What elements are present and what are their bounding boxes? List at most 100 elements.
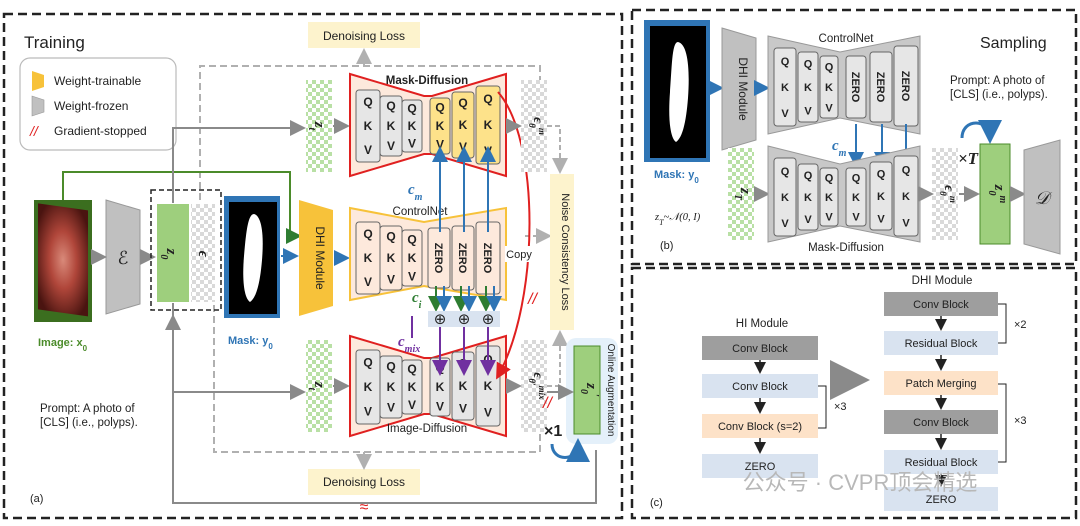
zt-bottom-block xyxy=(306,340,332,432)
zt-top-block xyxy=(306,80,332,172)
scn-zero-block-3: ZERO xyxy=(893,45,919,127)
eps-block xyxy=(191,204,215,302)
sampling-prompt-line2: [CLS] (i.e., polyps). xyxy=(950,89,1048,101)
hi-block-4: ZERO xyxy=(702,454,818,478)
scn-attn-block-3-label: Q xyxy=(825,61,834,73)
id-attn-block-1-label: V xyxy=(364,405,372,419)
sampling-title: Sampling xyxy=(980,35,1047,52)
smd-attn-block-4-label: K xyxy=(852,192,860,204)
scn-attn-block-3-label: K xyxy=(825,82,833,94)
md-attn-block-1-label: Q xyxy=(363,95,372,109)
smd-attn-block-2: QKV xyxy=(797,163,819,231)
legend-frozen-label: Weight-frozen xyxy=(54,99,128,113)
copy-label: Copy xyxy=(506,249,532,261)
scn-attn-block-1-label: V xyxy=(781,108,789,120)
id-attn-block-2-label: Q xyxy=(386,359,395,373)
cn-attn-block-1-label: Q xyxy=(363,227,372,241)
md-attn-block-5: QKV xyxy=(451,91,475,159)
md-attn-block-3: QKV xyxy=(401,99,423,153)
denoising-loss-bottom-label: Denoising Loss xyxy=(323,475,405,489)
oplus-3: ⊕ xyxy=(482,311,495,328)
cmix-label: cmix xyxy=(398,334,420,355)
hi-bracket xyxy=(818,385,827,429)
training-prompt-line1: Prompt: A photo of xyxy=(40,403,135,415)
route-z0-to-top-zt xyxy=(172,120,306,203)
cn-attn-block-2-label: V xyxy=(387,272,395,286)
smd-attn-block-5-label: K xyxy=(877,191,885,203)
sampling-eps-label: ϵθm xyxy=(938,185,958,203)
legend-box xyxy=(19,57,177,151)
smd-attn-block-5-label: V xyxy=(877,214,885,226)
dhi-block-label: Residual Block xyxy=(905,457,978,469)
copy-arrow xyxy=(496,91,531,380)
cn-zero-block-2-label: ZERO xyxy=(456,243,468,274)
hi-block-label: ZERO xyxy=(745,461,776,473)
ci-arrows xyxy=(428,286,502,312)
md-attn-block-2: QKV xyxy=(379,95,403,157)
cm-label: cm xyxy=(408,182,423,203)
cn-zero-block-3-label: ZERO xyxy=(481,243,493,274)
sampling-cm-label: cm xyxy=(832,138,847,159)
zt-bottom-label: zt xyxy=(307,381,328,392)
dhi-block-label: Residual Block xyxy=(905,338,978,350)
mask-label: Mask: y0 xyxy=(228,335,273,351)
image-diffusion-title: Image-Diffusion xyxy=(387,423,467,435)
ci-label: ci xyxy=(412,290,422,311)
scn-zero-block-2-label: ZERO xyxy=(874,72,886,103)
cn-zero-block-1: ZERO xyxy=(427,227,451,289)
eps-mix-block xyxy=(521,340,547,432)
controlnet-title: ControlNet xyxy=(393,206,449,218)
md-attn-block-3-label: V xyxy=(408,136,416,150)
cn-attn-block-3-label: K xyxy=(408,251,417,265)
sampling-decoder-label: 𝒟 xyxy=(1035,188,1053,208)
id-attn-block-5-label: K xyxy=(459,379,468,393)
online-augmentation-label: Online Augmentation xyxy=(605,344,616,437)
sampling-zT-block xyxy=(728,148,754,240)
id-attn-block-1-label: K xyxy=(364,380,373,394)
cn-zero-block-2: ZERO xyxy=(451,225,475,291)
training-prompt-line2: [CLS] (i.e., polyps). xyxy=(40,417,138,429)
legend-stopped-label: Gradient-stopped xyxy=(54,124,147,138)
watermark: 公众号 · CVPR顶会精选 xyxy=(743,470,978,495)
sampling-dhi-module xyxy=(721,27,757,151)
encoder-label: ℰ xyxy=(118,248,129,268)
dhi-block-label: Conv Block xyxy=(913,417,969,429)
latent-group xyxy=(150,189,222,311)
smd-attn-block-1: QKV xyxy=(773,157,797,237)
scn-zero-block-1: ZERO xyxy=(845,55,867,119)
cn-zero-block-3: ZERO xyxy=(475,221,501,295)
md-attn-block-4-label: Q xyxy=(435,100,444,114)
scn-attn-block-3-label: V xyxy=(825,103,833,115)
cn-attn-block-3: QKV xyxy=(401,229,423,287)
scn-zero-block-1-label: ZERO xyxy=(849,72,861,103)
id-attn-block-4-label: V xyxy=(436,399,444,413)
md-attn-block-6-label: K xyxy=(484,118,493,132)
smd-attn-block-2-label: K xyxy=(804,192,812,204)
training-title: Training xyxy=(24,33,85,52)
sampling-timesT: ×T xyxy=(958,149,979,168)
md-attn-block-2-label: Q xyxy=(386,99,395,113)
id-attn-block-5-label: V xyxy=(459,402,467,416)
cn-attn-block-3-label: Q xyxy=(407,232,416,246)
grad-stop-1: // xyxy=(527,291,538,308)
id-attn-block-1: QKV xyxy=(355,349,381,425)
sampling-loop xyxy=(960,119,1002,144)
dhi-block-label: Conv Block xyxy=(913,299,969,311)
smd-attn-block-4-label: Q xyxy=(852,173,861,185)
z0-block xyxy=(157,204,189,302)
smd-attn-block-5: QKV xyxy=(869,161,893,231)
input-image-label: Image: x0 xyxy=(38,337,88,353)
cn-attn-block-1-label: K xyxy=(364,251,373,265)
panel-c-label: (c) xyxy=(650,497,663,509)
eps-m-block xyxy=(521,80,547,172)
cmix-arrows xyxy=(432,327,496,376)
md-attn-block-3-label: Q xyxy=(407,102,416,116)
md-attn-block-1-label: K xyxy=(364,119,373,133)
md-attn-block-4-label: K xyxy=(436,119,445,133)
dhi-times3: ×3 xyxy=(1014,415,1027,427)
route-image-to-dhi xyxy=(62,171,302,244)
dhi-block-3: Patch Merging xyxy=(884,371,998,395)
